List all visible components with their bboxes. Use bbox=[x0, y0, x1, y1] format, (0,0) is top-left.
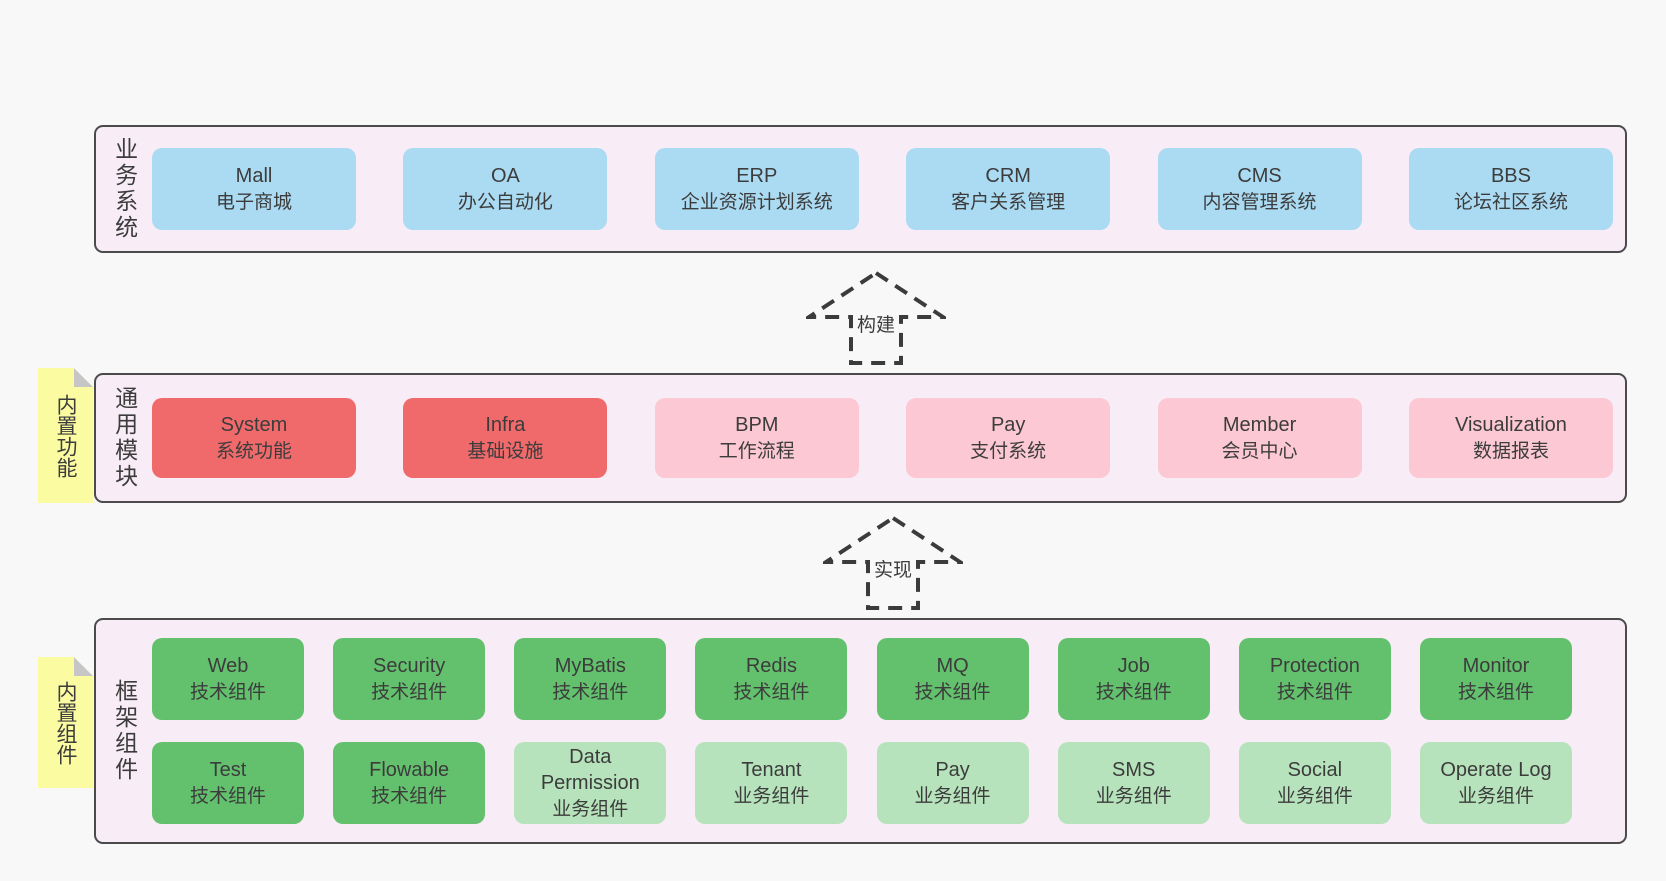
box-erp: ERP 企业资源计划系统 bbox=[654, 148, 859, 230]
box-protection: Protection 技术组件 bbox=[1238, 638, 1391, 720]
box-member: Member 会员中心 bbox=[1157, 398, 1362, 478]
box-redis: Redis 技术组件 bbox=[695, 638, 848, 720]
sticky-note-built-in-components: 内置组件 bbox=[38, 657, 93, 788]
box-sms: SMS 业务组件 bbox=[1057, 742, 1210, 824]
layer-label-business: 业务系统 bbox=[111, 137, 138, 241]
box-web: Web 技术组件 bbox=[152, 638, 304, 720]
box-test: Test 技术组件 bbox=[152, 742, 304, 824]
note-fold-icon bbox=[74, 368, 93, 387]
layer-framework-components: 框架组件 Web 技术组件 Security 技术组件 MyBatis 技术组件… bbox=[94, 618, 1627, 844]
box-data-permission: Data Permission 业务组件 bbox=[514, 742, 667, 824]
box-system: System 系统功能 bbox=[152, 398, 356, 478]
layer-common-modules: 通用模块 System 系统功能 Infra 基础设施 BPM 工作流程 Pay bbox=[94, 373, 1627, 503]
box-flowable: Flowable 技术组件 bbox=[333, 742, 486, 824]
box-cms: CMS 内容管理系统 bbox=[1157, 148, 1362, 230]
box-crm: CRM 客户关系管理 bbox=[906, 148, 1111, 230]
box-operate-log: Operate Log 业务组件 bbox=[1419, 742, 1572, 824]
layer-label-modules: 通用模块 bbox=[111, 386, 138, 490]
box-mq: MQ 技术组件 bbox=[876, 638, 1029, 720]
block-arrow-up-icon bbox=[806, 270, 946, 365]
build-arrow: 构建 bbox=[806, 270, 946, 366]
box-pay-component: Pay 业务组件 bbox=[876, 742, 1029, 824]
note-fold-icon bbox=[74, 657, 93, 676]
implement-arrow-label: 实现 bbox=[870, 555, 916, 582]
box-oa: OA 办公自动化 bbox=[403, 148, 608, 230]
layer-label-components: 框架组件 bbox=[111, 679, 138, 783]
block-arrow-up-icon bbox=[823, 515, 963, 610]
box-mall: Mall 电子商城 bbox=[152, 148, 356, 230]
sticky-note-built-in-features: 内置功能 bbox=[38, 368, 93, 503]
box-pay-module: Pay 支付系统 bbox=[906, 398, 1111, 478]
box-mybatis: MyBatis 技术组件 bbox=[514, 638, 667, 720]
box-monitor: Monitor 技术组件 bbox=[1419, 638, 1572, 720]
box-bpm: BPM 工作流程 bbox=[654, 398, 859, 478]
box-tenant: Tenant 业务组件 bbox=[695, 742, 848, 824]
box-visualization: Visualization 数据报表 bbox=[1408, 398, 1613, 478]
box-infra: Infra 基础设施 bbox=[403, 398, 608, 478]
box-security: Security 技术组件 bbox=[333, 638, 486, 720]
build-arrow-label: 构建 bbox=[853, 310, 899, 337]
box-social: Social 业务组件 bbox=[1238, 742, 1391, 824]
box-job: Job 技术组件 bbox=[1057, 638, 1210, 720]
implement-arrow: 实现 bbox=[823, 515, 963, 611]
box-bbs: BBS 论坛社区系统 bbox=[1408, 148, 1613, 230]
layer-business-systems: 业务系统 Mall 电子商城 OA 办公自动化 ERP 企业资源计划系统 CRM bbox=[94, 125, 1627, 253]
